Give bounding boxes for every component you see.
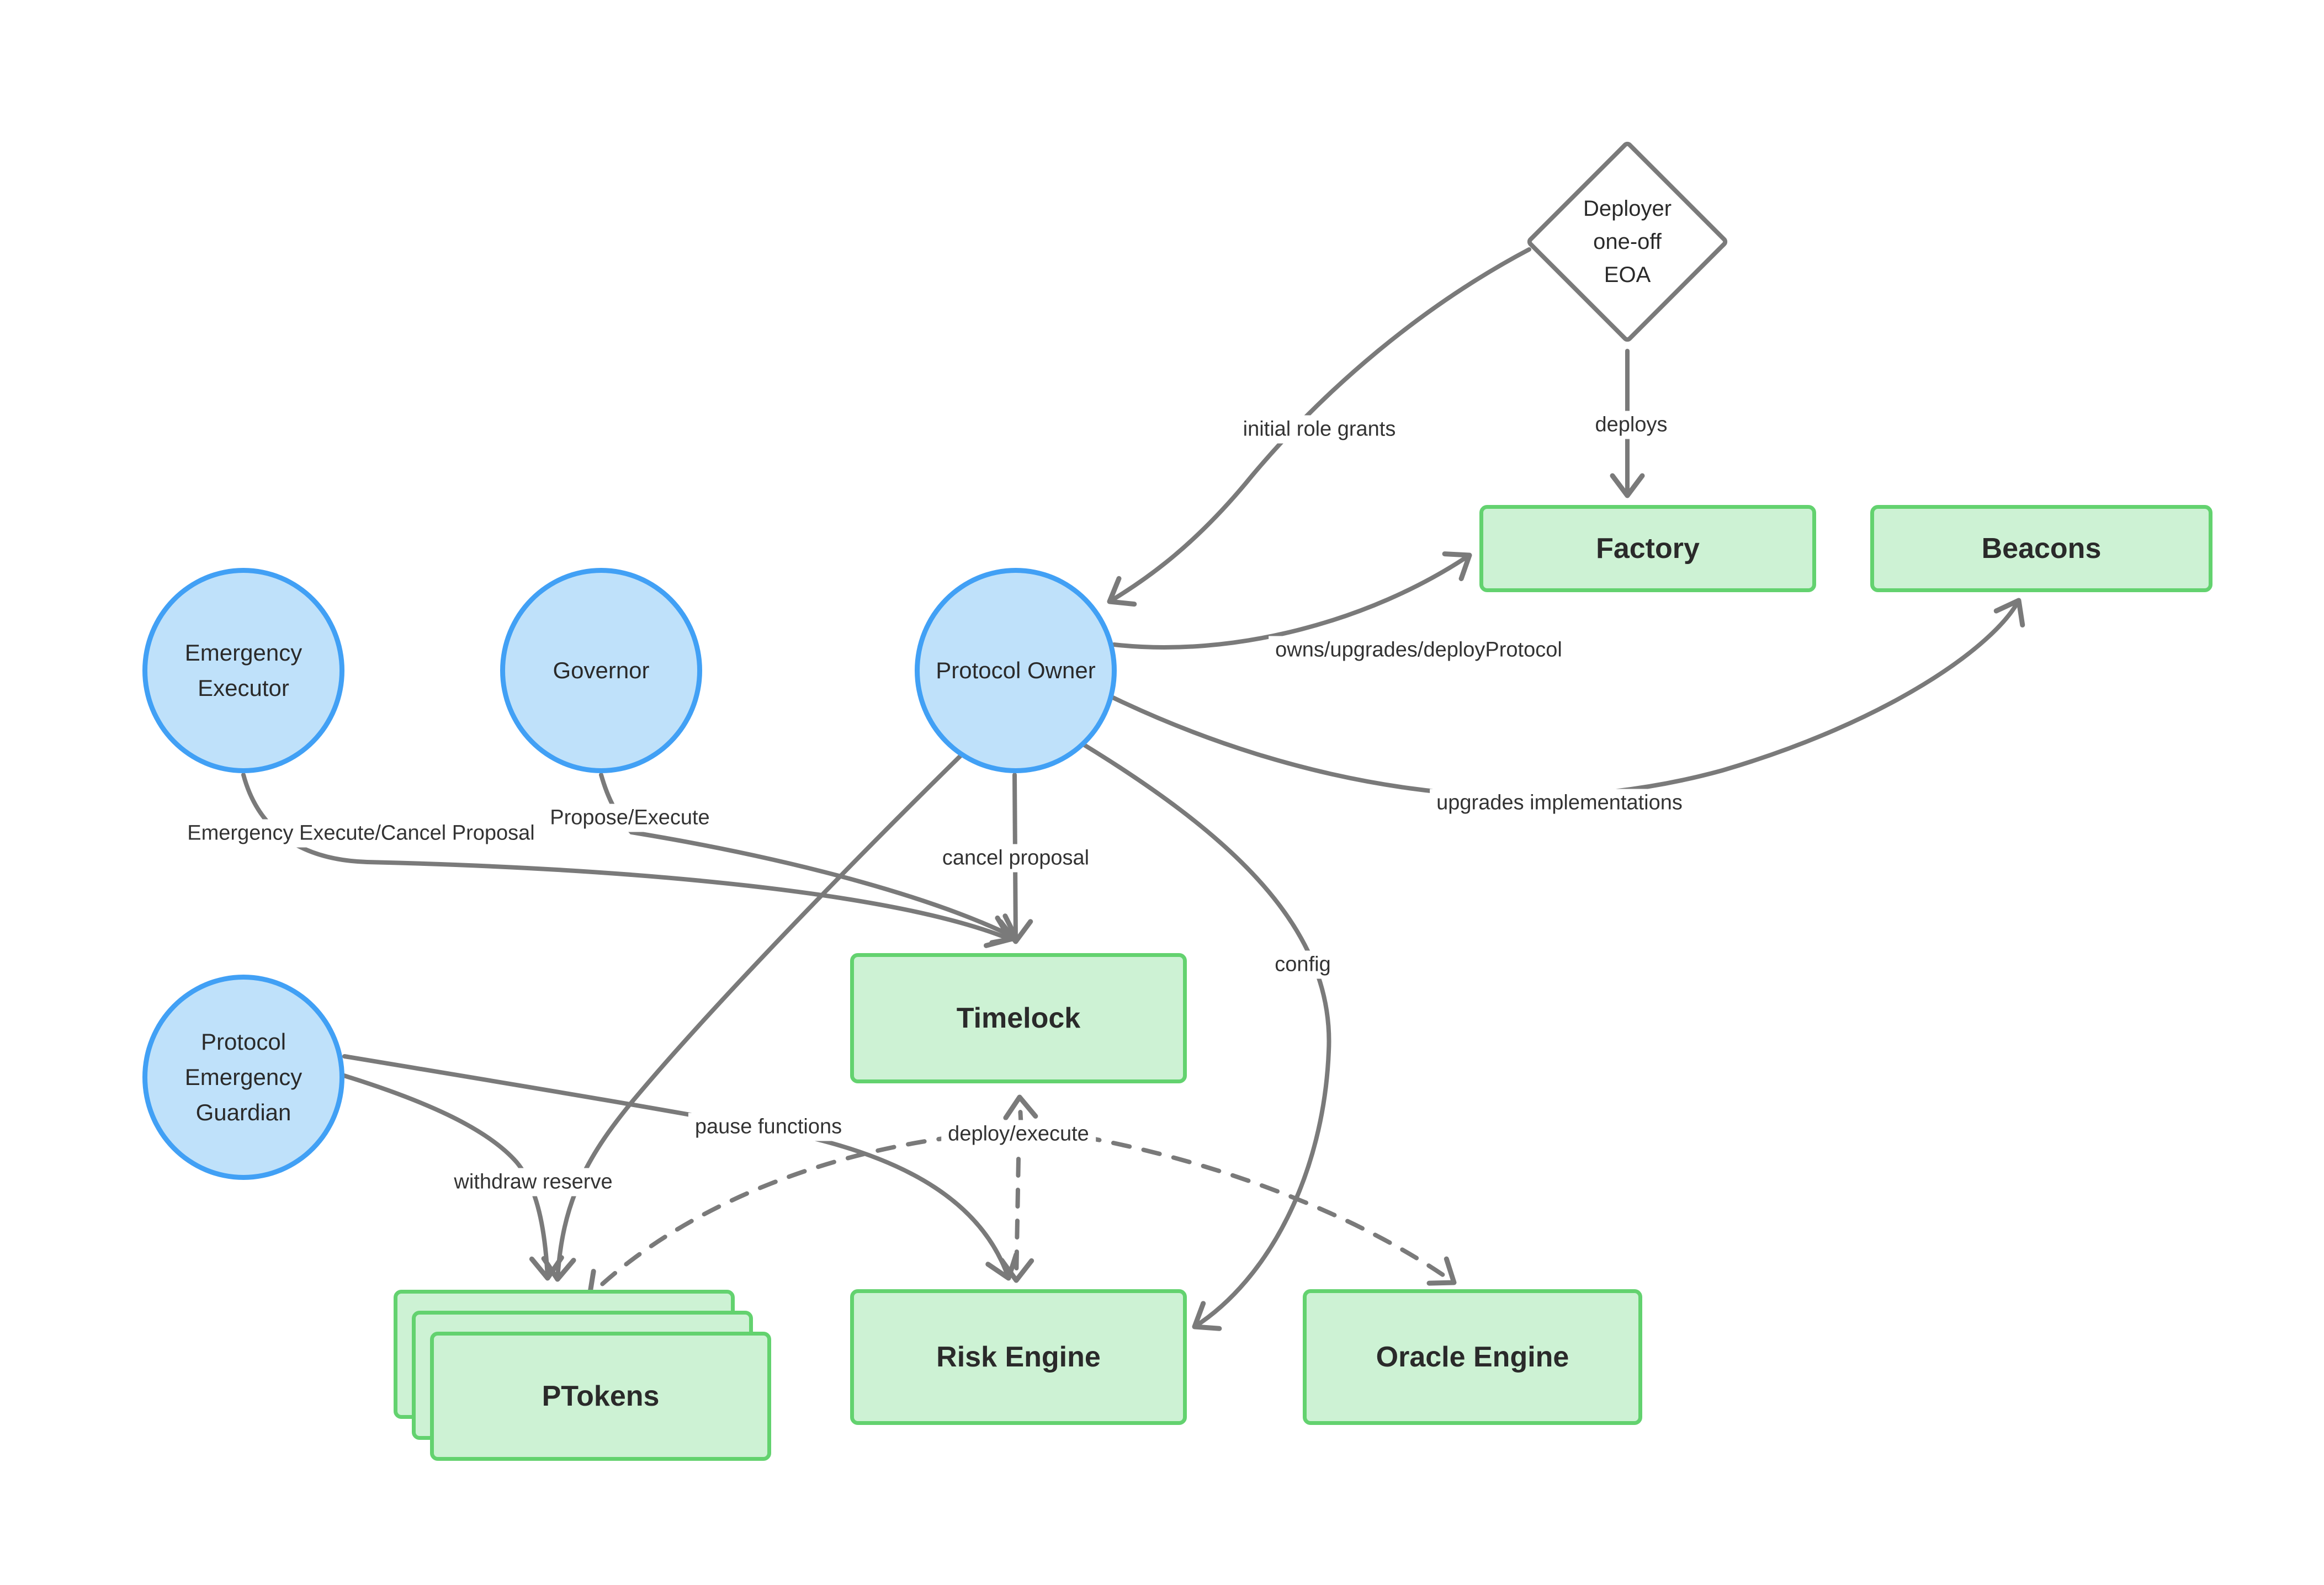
node-risk-engine: Risk Engine [850,1289,1187,1425]
edge-label-withdraw-reserve: withdraw reserve [447,1168,619,1196]
node-factory-label: Factory [1596,533,1700,565]
edge-owner-factory [1112,551,1472,650]
node-governor-label: Governor [553,657,650,684]
edge-guardian-riskengine [342,1054,1019,1281]
edge-owner-beacons [1108,598,2025,799]
node-oracle-engine-label: Oracle Engine [1376,1341,1569,1373]
edge-executor-timelock [241,773,1013,948]
node-risk-engine-label: Risk Engine [936,1341,1101,1373]
node-oracle-engine: Oracle Engine [1303,1289,1642,1425]
edge-label-upgrades-implementations: upgrades implementations [1430,789,1689,817]
edge-owner-riskengine [1068,734,1331,1331]
node-protocol-owner-label: Protocol Owner [936,657,1096,684]
edge-guardian-ptokens [340,1073,564,1281]
edge-label-deploy-execute: deploy/execute [941,1120,1096,1148]
edge-timelock-riskengine [999,1157,1034,1283]
node-timelock: Timelock [850,953,1187,1083]
node-deployer-eoa-label: Deployer one-off EOA [1583,196,1672,287]
edge-label-emergency-execute-cancel: Emergency Execute/Cancel Proposal [181,819,542,848]
node-protocol-owner: Protocol Owner [915,568,1117,773]
node-beacons: Beacons [1870,505,2212,592]
edge-label-initial-role-grants: initial role grants [1236,415,1403,444]
node-ptokens-label: PTokens [542,1380,660,1412]
edge-label-owns-upgrades-deployprotocol: owns/upgrades/deployProtocol [1269,636,1569,664]
node-beacons-label: Beacons [1981,533,2102,565]
edge-deployer-owner [1107,247,1531,607]
edge-label-cancel-proposal: cancel proposal [935,844,1096,873]
node-protocol-emergency-guardian: Protocol Emergency Guardian [142,975,344,1180]
node-governor: Governor [500,568,702,773]
edge-label-pause-functions: pause functions [688,1113,849,1141]
node-emergency-executor: Emergency Executor [142,568,344,773]
node-timelock-label: Timelock [956,1002,1081,1034]
edge-timelock-oracle [1081,1135,1457,1286]
edge-label-propose-execute: Propose/Execute [543,804,717,832]
edge-timelock-ptokens [587,1135,957,1299]
edge-label-deploys: deploys [1588,411,1674,439]
edge-owner-ptokens [541,743,974,1282]
edge-label-config: config [1268,950,1338,979]
node-factory: Factory [1479,505,1816,592]
node-ptokens: PTokens [430,1332,771,1461]
